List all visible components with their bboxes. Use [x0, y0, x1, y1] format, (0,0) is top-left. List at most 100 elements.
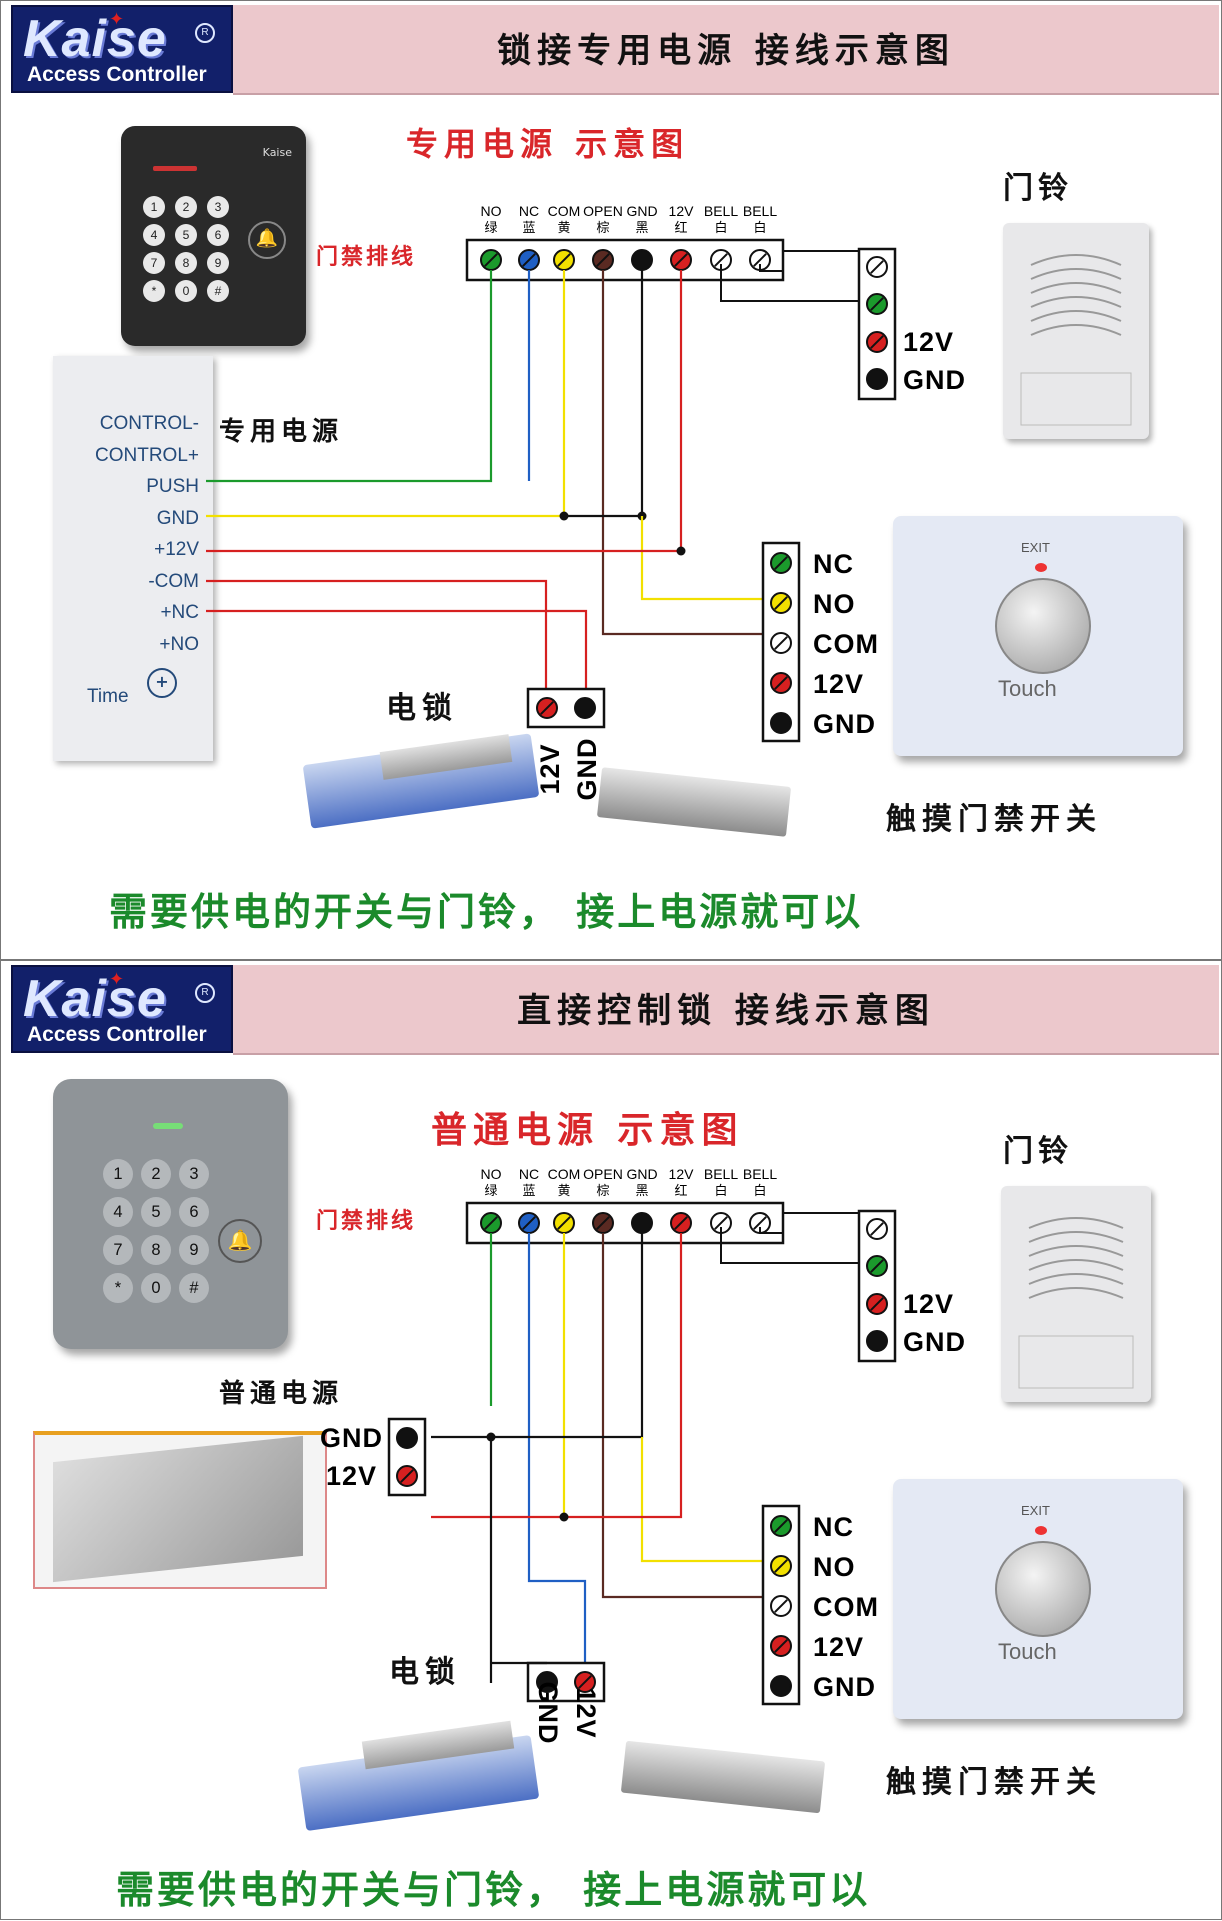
terminal-label: BELL	[704, 1166, 738, 1182]
doorbell-label: 门铃	[1003, 1134, 1073, 1169]
cable-label: 门禁排线	[316, 1208, 417, 1234]
star-icon: ✦	[109, 9, 125, 30]
terminal-screw	[518, 249, 540, 271]
panel-dedicated-power: 锁接专用电源 接线示意图 Kaise ✦ R Access Controller…	[0, 0, 1222, 960]
wire	[640, 1437, 763, 1563]
switch-terminal	[770, 592, 792, 614]
switch-terminal-label: 12V	[813, 1632, 864, 1662]
switching-power-supply-image	[33, 1431, 327, 1589]
keypad-key: 6	[179, 1197, 209, 1227]
terminal-label: GND	[626, 1166, 657, 1182]
registered-icon: R	[195, 983, 215, 1003]
wire	[206, 609, 588, 689]
lock-terminal-label: 12V	[571, 1687, 601, 1738]
keypad-brand: Kaise	[262, 146, 292, 159]
keypad-key: 9	[179, 1235, 209, 1265]
bell-icon: 🔔	[218, 1219, 262, 1263]
wire	[601, 270, 763, 636]
lock-terminal-label: GND	[533, 1682, 563, 1745]
terminal-label: OPEN	[583, 203, 623, 219]
terminal-color-label: 绿	[484, 1184, 497, 1199]
keypad-key: 0	[141, 1273, 171, 1303]
switch-exit-label: EXIT	[1021, 540, 1050, 555]
bell-terminal	[866, 1218, 888, 1240]
terminal-color-label: 黄	[557, 1184, 570, 1199]
keypad-key: 9	[207, 252, 229, 274]
keypad-key: 5	[175, 224, 197, 246]
terminal-color-label: 黑	[635, 1184, 648, 1199]
bell-terminal-label: 12V	[903, 1289, 954, 1319]
lock-terminal	[574, 1671, 596, 1693]
switch-terminal	[770, 1635, 792, 1657]
switch-exit-label: EXIT	[1021, 1503, 1050, 1518]
terminal-screw	[592, 249, 614, 271]
wire	[759, 1227, 783, 1234]
terminal-label: COM	[548, 1166, 581, 1182]
switch-terminal-label: COM	[813, 629, 879, 659]
terminal-label: GND	[626, 203, 657, 219]
bell-terminal	[866, 1255, 888, 1277]
terminal-label: COM	[548, 203, 581, 219]
terminal-label: NO	[481, 1166, 502, 1182]
wire	[431, 1233, 644, 1439]
cable-label: 门禁排线	[316, 244, 417, 270]
bell-terminal	[866, 1330, 888, 1352]
terminal-color-label: 红	[674, 1183, 687, 1199]
keypad-key: 4	[143, 224, 165, 246]
wiring-diagram: NO绿NC蓝COM黄OPEN棕GND黑12V红BELL白BELL白12VGNDN…	[320, 1166, 965, 1745]
terminal-screw	[710, 249, 732, 271]
junction-dot	[676, 546, 686, 556]
switch-terminal	[770, 1595, 792, 1617]
psu-terminal-label: +NO	[159, 633, 199, 655]
bell-terminal	[866, 256, 888, 278]
wire	[720, 1227, 859, 1264]
time-dial-icon: +	[147, 668, 177, 698]
terminal-screw	[553, 249, 575, 271]
switch-terminal	[770, 1515, 792, 1537]
diagram-subtitle: 普通电源 示意图	[431, 1109, 744, 1151]
bell-icon: 🔔	[248, 221, 286, 259]
switch-touch-label: Touch	[998, 1639, 1057, 1664]
terminal-color-label: 蓝	[522, 1184, 535, 1199]
psu-terminal	[396, 1427, 418, 1449]
keypad-key: #	[179, 1273, 209, 1303]
terminal-screw	[670, 1212, 692, 1234]
touch-switch-image: EXIT Touch	[893, 516, 1183, 756]
keypad-key: 1	[143, 196, 165, 218]
header-bar: 锁接专用电源 接线示意图	[233, 5, 1219, 95]
bell-terminal-label: GND	[903, 365, 966, 395]
lock-terminal	[536, 697, 558, 719]
wire	[759, 264, 783, 272]
keypad-key: 7	[103, 1235, 133, 1265]
terminal-label: BELL	[704, 203, 738, 219]
terminal-screw	[480, 249, 502, 271]
keypad-key: 2	[141, 1159, 171, 1189]
terminal-label: 12V	[669, 203, 695, 219]
psu-terminal-label: GND	[156, 507, 199, 529]
exit-led	[1035, 1526, 1047, 1535]
psu-terminal-label: GND	[320, 1423, 383, 1453]
switch-terminal	[770, 1555, 792, 1577]
bell-terminal	[866, 293, 888, 315]
brand-logo: Kaise ✦ R Access Controller	[11, 5, 233, 93]
terminal-screw	[592, 1212, 614, 1234]
switch-terminal	[770, 632, 792, 654]
switch-terminal-label: COM	[813, 1592, 879, 1622]
terminal-screw	[670, 249, 692, 271]
keypad-key: 4	[103, 1197, 133, 1227]
touch-button	[995, 1541, 1091, 1637]
terminal-color-label: 红	[674, 220, 687, 236]
switch-terminal-label: GND	[813, 709, 876, 739]
terminal-strip	[465, 238, 785, 282]
brand-subtitle: Access Controller	[27, 1023, 207, 1046]
wire	[206, 270, 683, 553]
bottom-note: 需要供电的开关与门铃， 接上电源就可以	[116, 1867, 871, 1912]
psu-name: 专用电源	[219, 417, 344, 447]
lock-name: 电锁	[389, 1655, 461, 1690]
lock-terminal-label: 12V	[535, 743, 565, 794]
terminal-color-label: 黄	[557, 221, 570, 236]
psu-terminal-label: CONTROL-	[99, 413, 199, 434]
